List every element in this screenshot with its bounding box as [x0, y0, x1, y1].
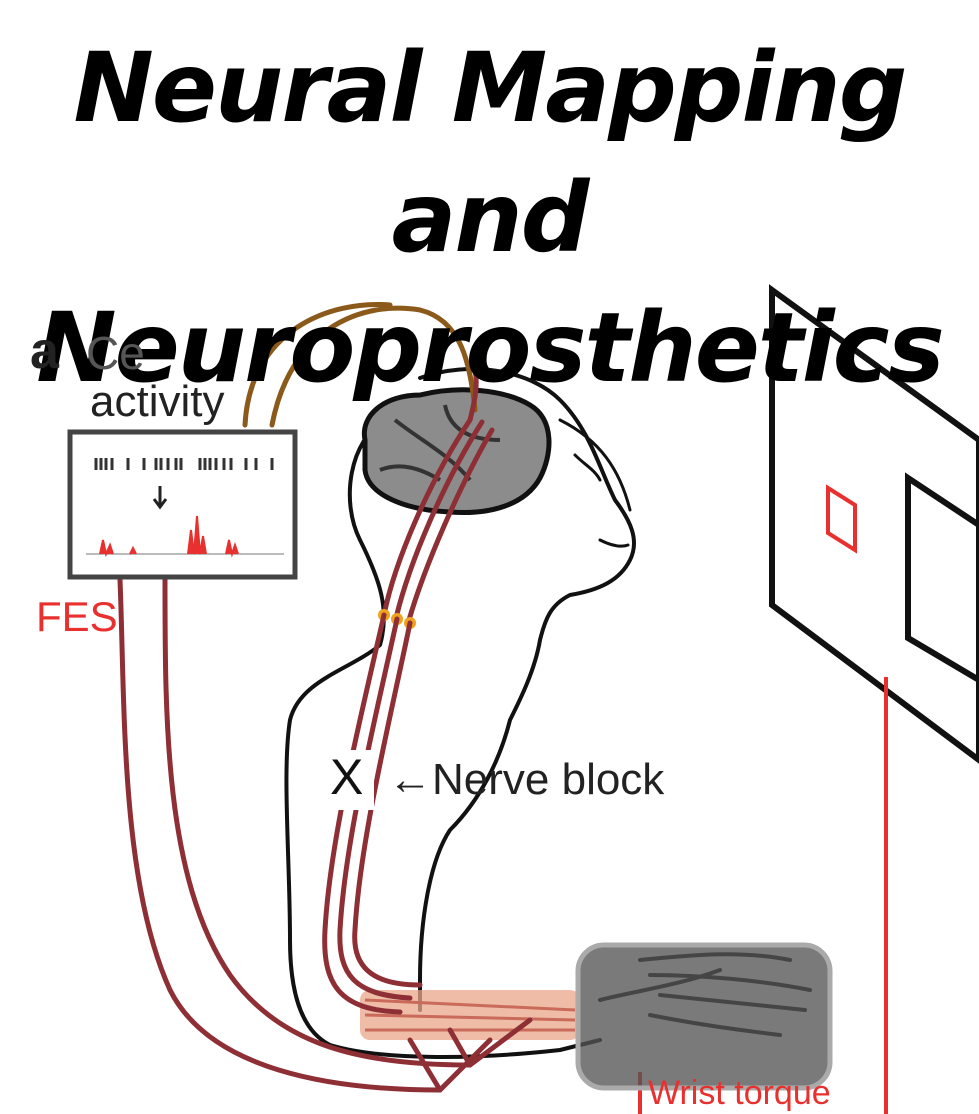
- nerve-bundle: [325, 615, 420, 1012]
- title-line-2: and: [0, 170, 979, 266]
- panel-letter: a: [30, 325, 59, 377]
- activity-label: activity: [90, 380, 224, 424]
- wrist-torque-label: Wrist torque: [648, 1076, 831, 1110]
- activity-monitor: [70, 432, 295, 577]
- activity-label-partial: Ce: [86, 330, 145, 376]
- nerve-block-mark: X: [330, 752, 363, 802]
- fes-label: FES: [36, 596, 118, 638]
- title-line-1: Neural Mapping: [0, 40, 979, 136]
- nerve-block-label: ←Nerve block: [388, 758, 664, 802]
- wrist-manipulandum: [578, 945, 830, 1088]
